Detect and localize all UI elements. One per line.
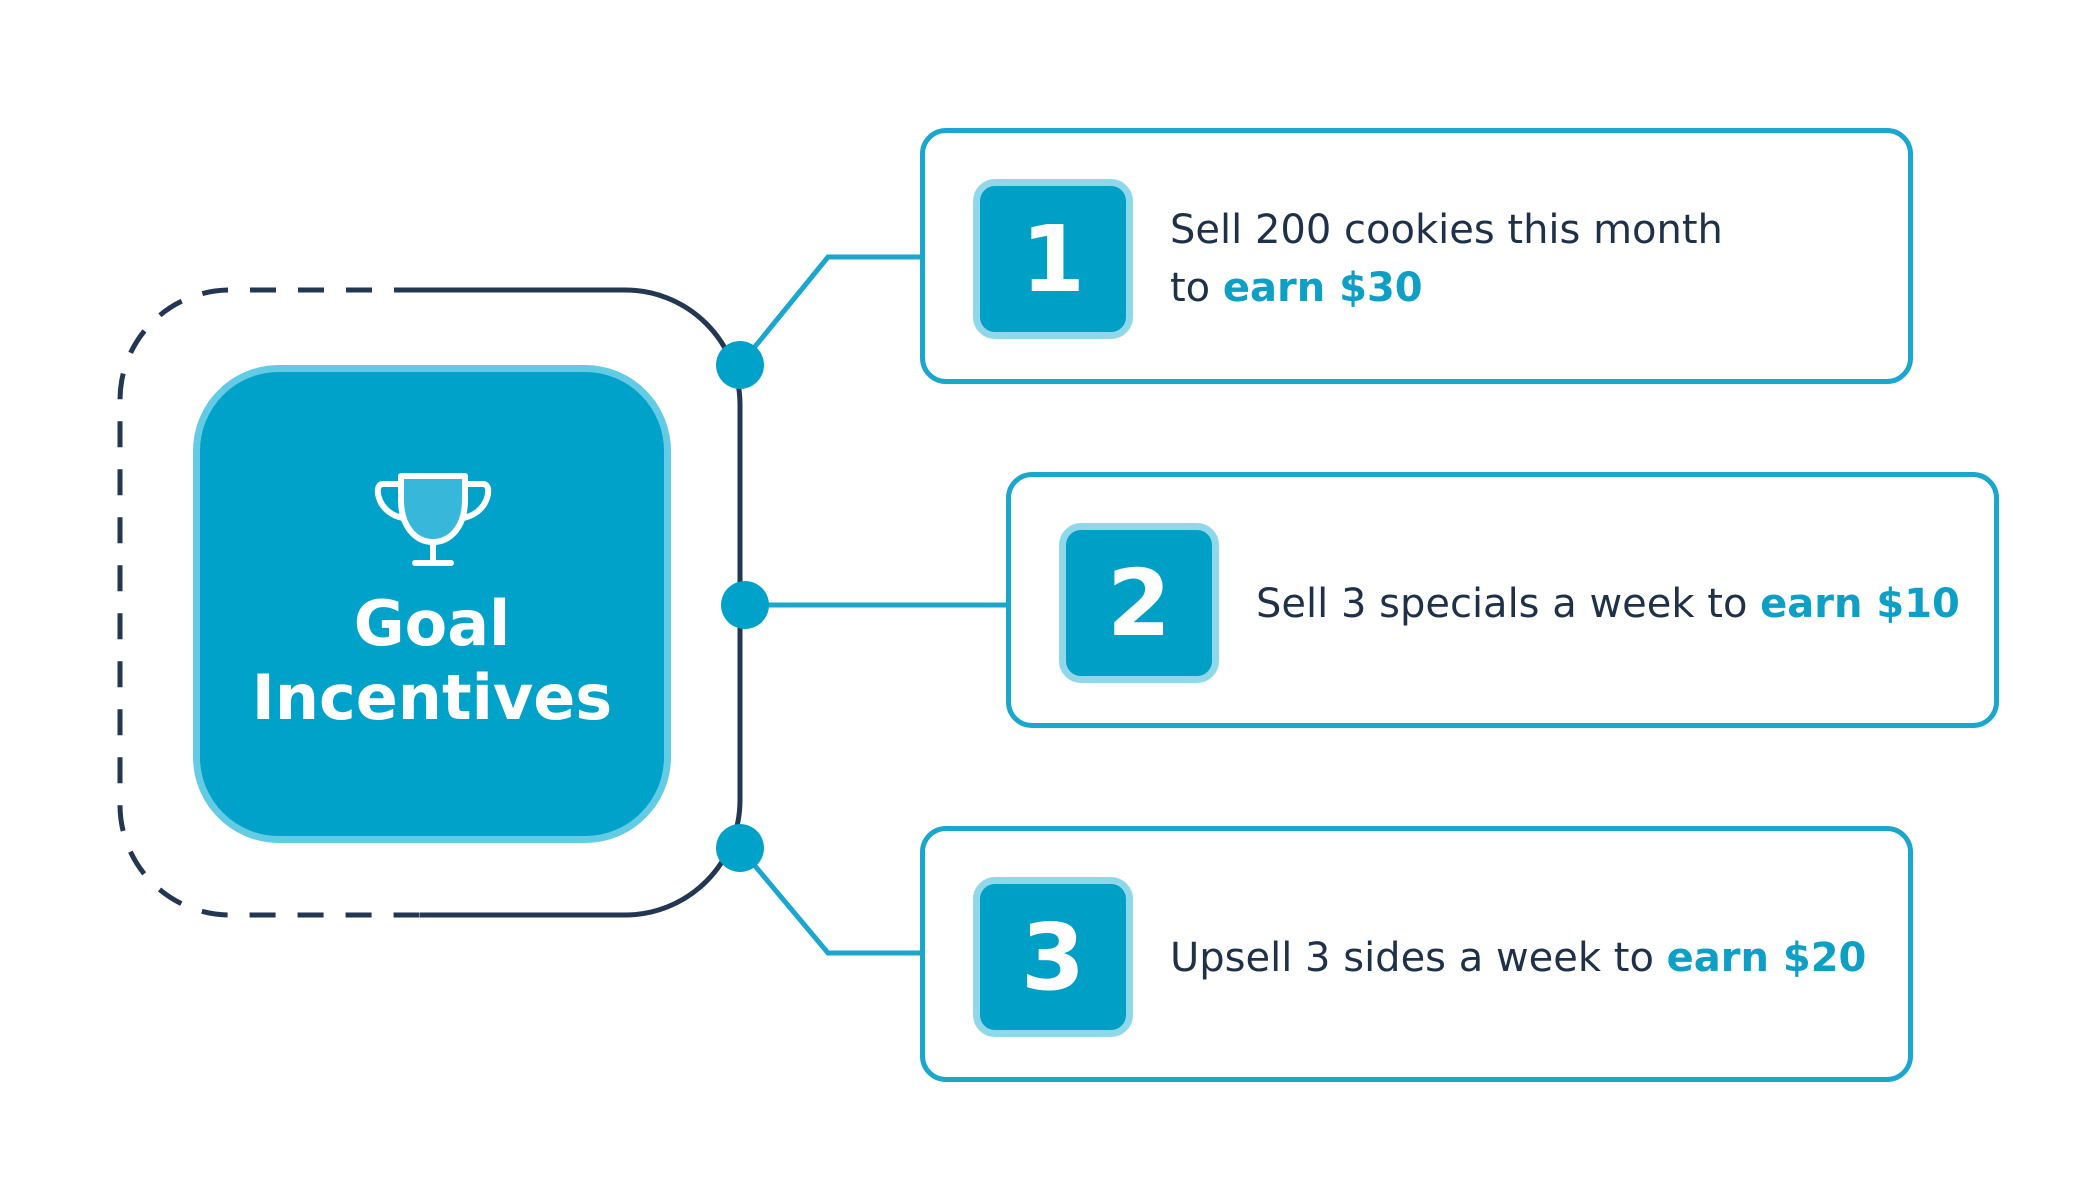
- goal-text-3-prefix: Upsell 3 sides a week to: [1170, 935, 1667, 981]
- goal-text-2: Sell 3 specials a week to earn $10: [1256, 575, 1960, 633]
- trophy-icon: [374, 473, 492, 566]
- goal-card-3: 3 Upsell 3 sides a week to earn $20: [920, 826, 1913, 1082]
- dashed-bracket: [117, 287, 420, 918]
- connector-goal-1: [738, 254, 922, 367]
- connector-dot-2: [721, 581, 769, 629]
- goal-reward-2: earn $10: [1760, 581, 1960, 627]
- connector-dot-3: [716, 824, 764, 872]
- hub-title-line-1: Goal: [353, 587, 511, 660]
- goal-text-2-prefix: Sell 3 specials a week to: [1256, 581, 1761, 627]
- goal-text-1-line-2: to earn $30: [1170, 259, 1723, 317]
- goal-card-1: 1 Sell 200 cookies this month to earn $3…: [920, 128, 1913, 384]
- goal-text-1: Sell 200 cookies this month to earn $30: [1170, 201, 1723, 317]
- connector-dot-1: [716, 341, 764, 389]
- connector-goal-3: [738, 846, 922, 956]
- goal-reward-1: earn $30: [1222, 265, 1423, 311]
- goal-text-3: Upsell 3 sides a week to earn $20: [1170, 929, 1866, 987]
- goal-incentives-hub: Goal Incentives: [193, 365, 671, 843]
- hub-title-line-2: Incentives: [251, 661, 613, 734]
- goal-card-2: 2 Sell 3 specials a week to earn $10: [1006, 472, 1999, 728]
- goal-text-1-line-1: Sell 200 cookies this month: [1170, 207, 1723, 253]
- goal-number-badge-1: 1: [973, 179, 1133, 339]
- goal-text-1-prefix: to: [1170, 265, 1223, 311]
- goal-reward-3: earn $20: [1666, 935, 1867, 981]
- goal-number-badge-3: 3: [973, 877, 1133, 1037]
- hub-title: Goal Incentives: [200, 587, 664, 735]
- goal-number-badge-2: 2: [1059, 523, 1219, 683]
